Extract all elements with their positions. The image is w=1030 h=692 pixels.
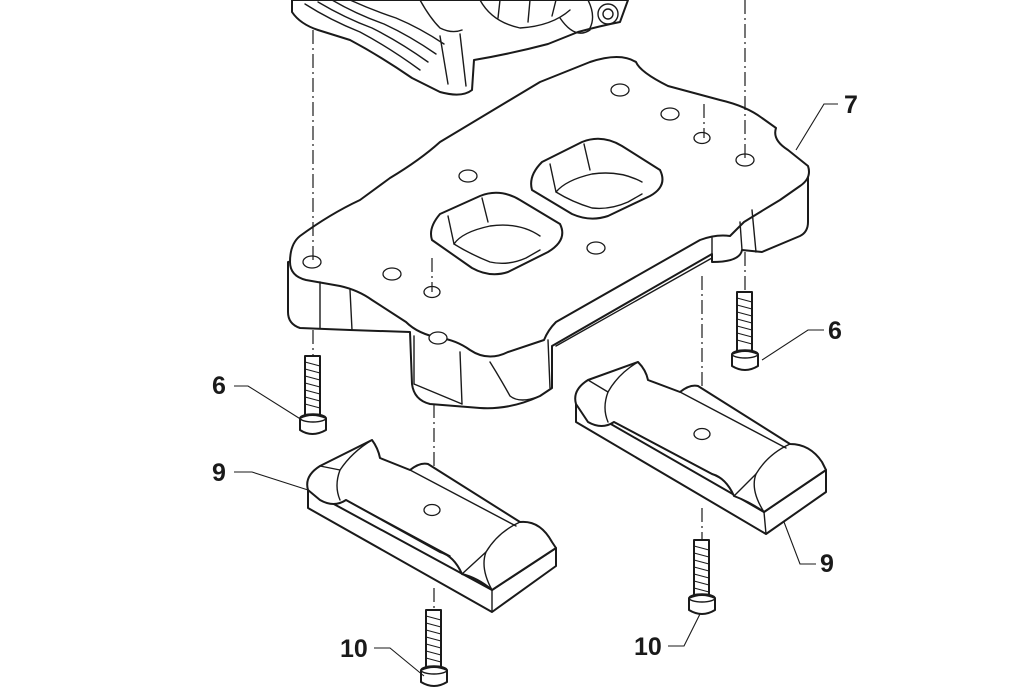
screw-10-left: [420, 609, 448, 687]
cradle-block-9-left: [306, 439, 557, 613]
leader-lines: [234, 103, 838, 677]
callout-9-right: 9: [820, 550, 834, 578]
callout-labels: 7 6 6 9 9 10 10: [212, 91, 858, 663]
screw-6-left: [299, 355, 327, 435]
assembly-axes: [312, 0, 746, 610]
callout-6-right: 6: [828, 317, 842, 345]
callout-10-left: 10: [340, 635, 368, 663]
plate-opening-right: [530, 137, 664, 220]
upper-housing: [291, 0, 629, 96]
plate-opening-left: [430, 191, 564, 276]
callout-10-right: 10: [634, 633, 662, 661]
adapter-plate: [287, 56, 810, 410]
screw-10-right: [688, 539, 716, 615]
callout-6-left: 6: [212, 372, 226, 400]
screw-6-right: [731, 291, 759, 371]
cradle-block-9-right: [574, 361, 827, 535]
callout-7: 7: [844, 91, 858, 119]
callout-9-left: 9: [212, 459, 226, 487]
